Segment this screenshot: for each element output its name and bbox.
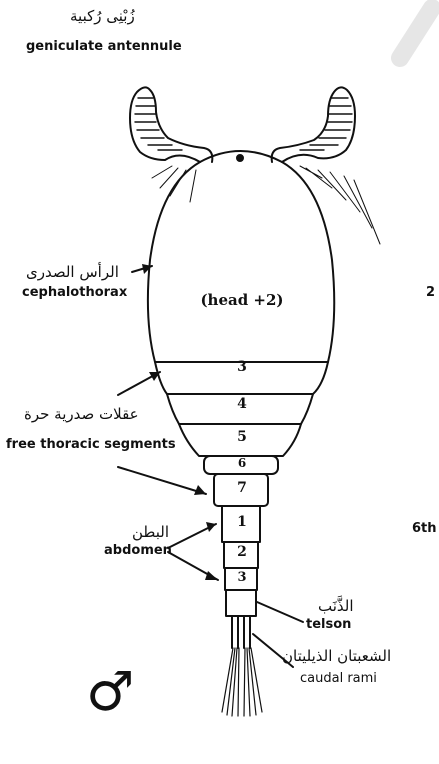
free-thoracic-label-ar: عقلات صدرية حرة bbox=[24, 406, 139, 423]
cephalothorax-outline bbox=[148, 162, 334, 362]
caudal-rami-shapes bbox=[232, 616, 250, 648]
segment-label-7: 7 bbox=[230, 481, 254, 496]
telson-outline bbox=[226, 590, 256, 616]
caudal-rami-label-en: caudal rami bbox=[300, 672, 377, 686]
caudal-rami-label-ar: الشعبتان الذيليتان bbox=[282, 648, 391, 665]
free-thoracic-label-en: free thoracic segments bbox=[6, 438, 176, 452]
abdomen-segment-label-3: 3 bbox=[230, 571, 254, 585]
head-note: (head +2) bbox=[200, 292, 284, 309]
arrowhead-abdomen-1 bbox=[206, 522, 216, 532]
edge-text-b: 6th bbox=[412, 522, 437, 536]
segment-label-3: 3 bbox=[230, 360, 254, 375]
abdomen-segment-label-2: 2 bbox=[230, 545, 254, 560]
telson-leader bbox=[257, 602, 303, 622]
cephalothorax-label-en: cephalothorax bbox=[22, 286, 127, 300]
free-thoracic-leader-2 bbox=[118, 467, 206, 494]
setae-left bbox=[222, 648, 239, 716]
segment-label-4: 4 bbox=[230, 397, 254, 412]
setae-right bbox=[244, 648, 262, 716]
arrowhead-abdomen-2 bbox=[205, 571, 218, 580]
telson-label-ar: الذَّنَب bbox=[318, 598, 354, 615]
cephalothorax-label-ar: الرأس الصدرى bbox=[26, 264, 119, 281]
right-antennule-setae bbox=[300, 166, 380, 244]
male-symbol: ♂ bbox=[86, 662, 134, 721]
antennule-label-en: geniculate antennule bbox=[26, 40, 182, 54]
abdomen-label-en: abdomen bbox=[104, 544, 172, 558]
abdomen-label-ar: البطن bbox=[132, 524, 169, 541]
eye bbox=[237, 155, 243, 161]
edge-text-a: 2 bbox=[426, 286, 435, 300]
segment-label-6: 6 bbox=[230, 457, 254, 470]
antennule-label-ar: زُبْنِى رُكبية bbox=[70, 8, 135, 25]
segment-label-5: 5 bbox=[230, 430, 254, 445]
left-antennule-setae bbox=[152, 166, 196, 202]
telson-label-en: telson bbox=[306, 618, 351, 632]
watermark-stroke bbox=[400, 8, 432, 58]
abdomen-segment-label-1: 1 bbox=[230, 515, 254, 530]
